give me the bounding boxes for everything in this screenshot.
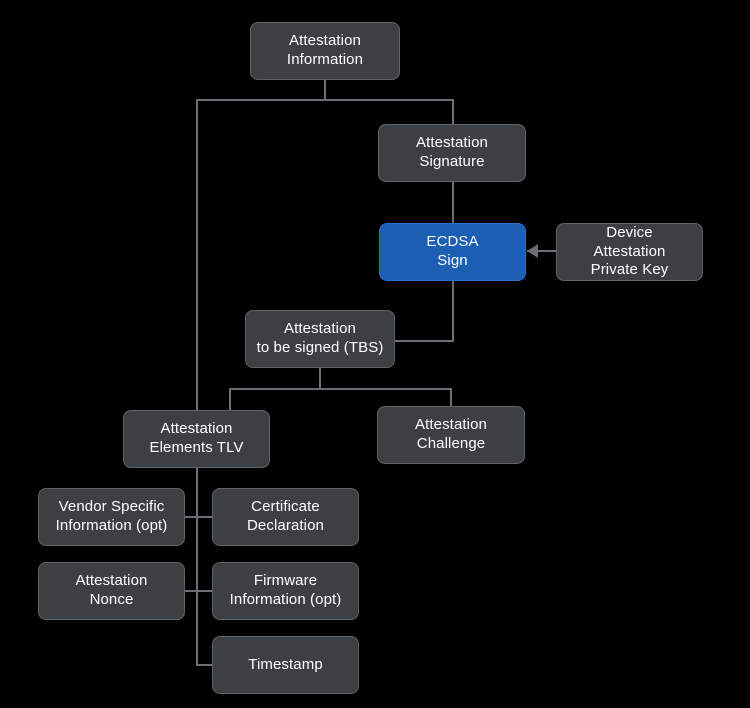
connector-key-to-ecdsa	[527, 250, 556, 252]
node-ecdsa-sign[interactable]: ECDSA Sign	[379, 223, 526, 281]
node-attestation-tbs-label: Attestation to be signed (TBS)	[256, 320, 384, 356]
connector-signature-to-ecdsa	[452, 181, 454, 223]
node-device-attestation-private-key[interactable]: Device Attestation Private Key	[556, 223, 703, 281]
node-timestamp-label: Timestamp	[248, 655, 323, 673]
node-certificate-declaration[interactable]: Certificate Declaration	[212, 488, 359, 546]
connector-tlv-to-vendor-specific	[184, 516, 198, 518]
connector-info-to-tlv-trunk	[196, 99, 198, 411]
node-vendor-specific-information-label: Vendor Specific Information (opt)	[55, 498, 168, 534]
connector-tbs-to-tlv	[229, 388, 231, 411]
node-attestation-information[interactable]: Attestation Information	[250, 22, 400, 80]
connector-tbs-split-bar	[229, 388, 452, 390]
connector-info-split-bar	[196, 99, 454, 101]
node-attestation-tbs[interactable]: Attestation to be signed (TBS)	[245, 310, 395, 368]
connector-tbs-to-challenge	[450, 388, 452, 407]
node-attestation-elements-tlv-label: Attestation Elements TLV	[149, 420, 244, 456]
node-attestation-nonce[interactable]: Attestation Nonce	[38, 562, 185, 620]
node-vendor-specific-information[interactable]: Vendor Specific Information (opt)	[38, 488, 185, 546]
node-firmware-information-label: Firmware Information (opt)	[229, 572, 342, 608]
connector-info-to-signature	[452, 99, 454, 125]
node-timestamp[interactable]: Timestamp	[212, 636, 359, 694]
connector-tlv-to-timestamp	[196, 664, 214, 666]
node-certificate-declaration-label: Certificate Declaration	[247, 498, 324, 534]
node-attestation-signature-label: Attestation Signature	[416, 134, 488, 170]
node-device-attestation-private-key-label: Device Attestation Private Key	[590, 223, 669, 279]
connector-ecdsa-to-tbs-vertical	[452, 280, 454, 342]
node-attestation-nonce-label: Attestation Nonce	[75, 572, 148, 608]
node-attestation-challenge[interactable]: Attestation Challenge	[377, 406, 525, 464]
connector-tbs-stem	[319, 367, 321, 390]
connector-tlv-to-firmware-information	[196, 590, 214, 592]
connector-info-stem	[324, 79, 326, 101]
connector-tlv-to-attestation-nonce	[184, 590, 198, 592]
node-ecdsa-sign-label: ECDSA Sign	[426, 233, 479, 269]
connector-tlv-to-certificate-declaration	[196, 516, 214, 518]
connector-ecdsa-to-tbs-horizontal	[394, 340, 454, 342]
node-attestation-signature[interactable]: Attestation Signature	[378, 124, 526, 182]
connector-tlv-children-trunk	[196, 467, 198, 666]
node-attestation-challenge-label: Attestation Challenge	[415, 416, 487, 452]
arrowhead-key-to-ecdsa	[527, 244, 538, 258]
node-attestation-information-label: Attestation Information	[286, 32, 364, 68]
node-attestation-elements-tlv[interactable]: Attestation Elements TLV	[123, 410, 270, 468]
node-firmware-information[interactable]: Firmware Information (opt)	[212, 562, 359, 620]
